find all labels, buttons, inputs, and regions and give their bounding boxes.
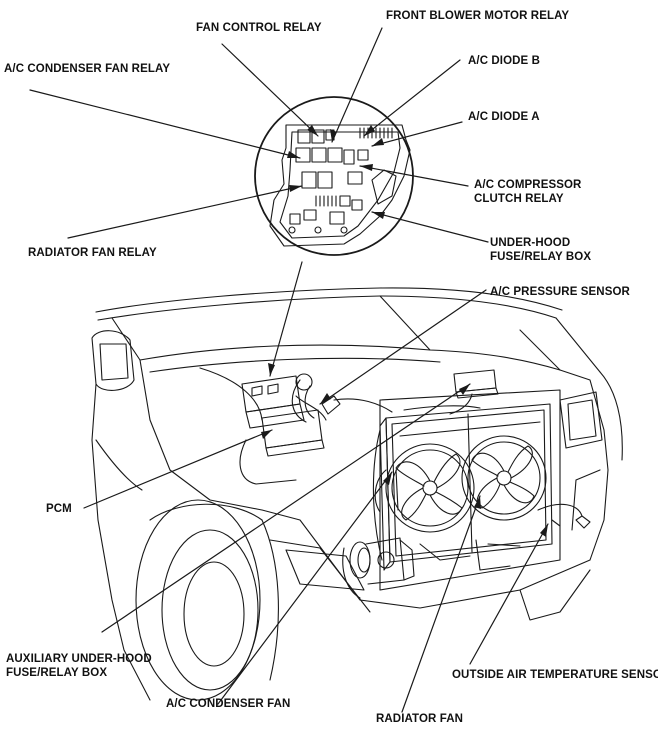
magnifier-circle — [254, 96, 414, 256]
outside-air-temp-sensor — [537, 503, 583, 517]
leader-lines — [29, 27, 549, 713]
radiator-fan — [461, 435, 547, 521]
label-radiator-fan: RADIATOR FAN — [376, 713, 464, 725]
label-ac-condenser-fan-relay: A/C CONDENSER FAN RELAY — [4, 63, 171, 75]
label-ac-pressure-sensor: A/C PRESSURE SENSOR — [490, 286, 630, 298]
label-ac-diode-b: A/C DIODE B — [468, 55, 541, 67]
under-hood-fuse-box — [241, 373, 327, 429]
label-radiator-fan-relay: RADIATOR FAN RELAY — [28, 247, 157, 259]
arrowheads — [261, 125, 548, 537]
pcm-module — [239, 379, 325, 485]
ac-compressor — [342, 537, 415, 599]
label-pcm: PCM — [46, 503, 72, 515]
radiator-frame — [379, 403, 553, 571]
label-outside-air-temperature-sensor: OUTSIDE AIR TEMPERATURE SENSOR — [452, 669, 658, 681]
label-front-blower-motor-relay: FRONT BLOWER MOTOR RELAY — [386, 10, 570, 22]
ac-condenser-fan — [385, 443, 475, 533]
vehicle-body — [91, 287, 623, 701]
label-fan-control-relay: FAN CONTROL RELAY — [196, 22, 322, 34]
label-ac-condenser-fan: A/C CONDENSER FAN — [166, 698, 291, 710]
label-ac-diode-a: A/C DIODE A — [468, 111, 540, 123]
